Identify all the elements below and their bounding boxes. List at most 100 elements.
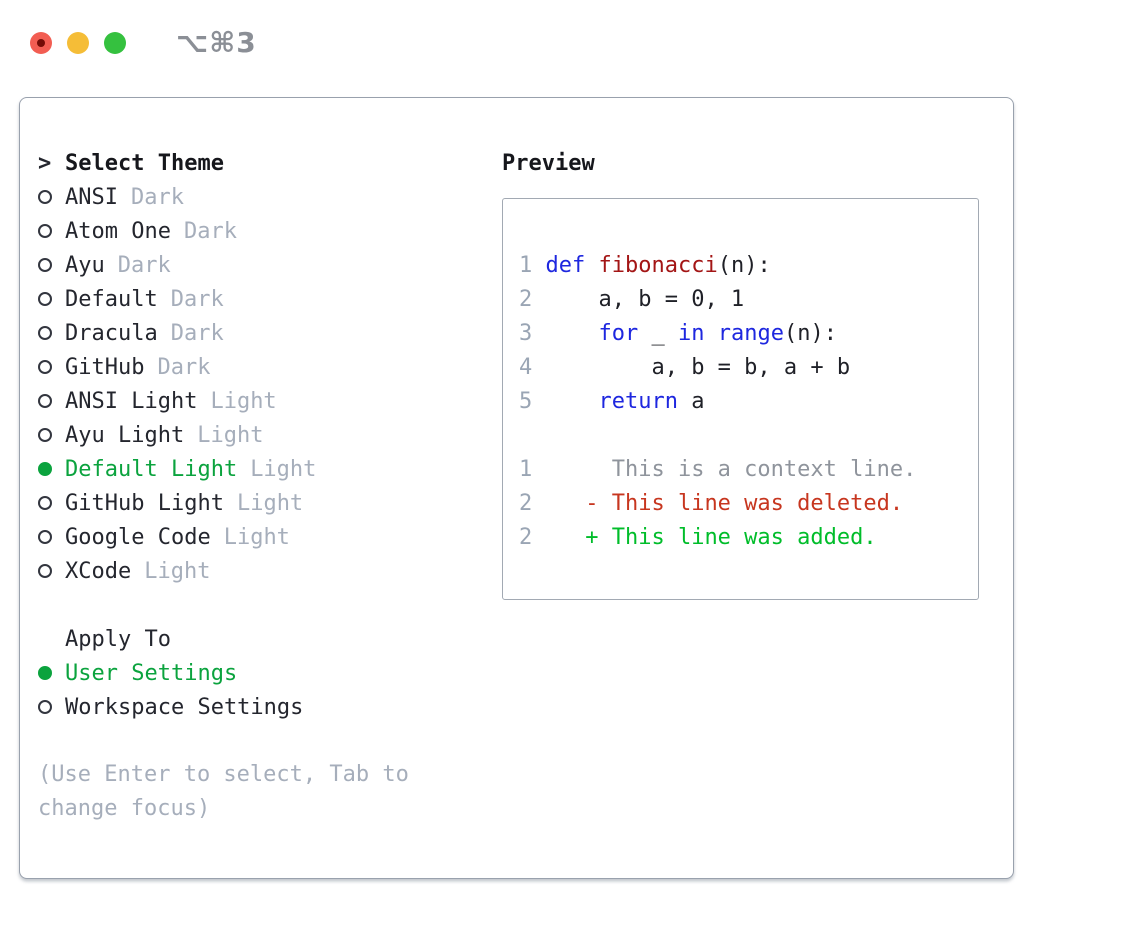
theme-variant-tag: Dark <box>117 252 171 278</box>
radio-icon[interactable] <box>38 564 52 578</box>
theme-option[interactable]: ANSI Dark <box>38 180 502 214</box>
radio-icon[interactable] <box>38 292 52 306</box>
code-token: return <box>598 389 678 414</box>
radio-icon[interactable] <box>38 530 52 544</box>
theme-option[interactable]: ANSI Light Light <box>38 384 502 418</box>
code-line: 2 + This line was added. <box>519 521 964 555</box>
theme-variant-tag: Dark <box>130 184 184 210</box>
radio-icon[interactable] <box>38 258 52 272</box>
line-number: 2 <box>519 287 546 312</box>
radio-icon[interactable] <box>38 224 52 238</box>
theme-option[interactable]: Default Light Light <box>38 452 502 486</box>
code-token: (n): <box>717 253 771 278</box>
theme-variant-tag: Dark <box>170 286 224 312</box>
code-line: 1 def fibonacci(n): <box>519 249 964 283</box>
radio-icon[interactable] <box>38 428 52 442</box>
theme-variant-tag: Light <box>250 456 317 482</box>
theme-variant-tag: Dark <box>157 354 211 380</box>
line-number: 4 <box>519 355 546 380</box>
theme-variant-tag: Light <box>144 558 211 584</box>
close-button[interactable] <box>30 31 52 54</box>
apply-target-label: User Settings <box>65 660 238 686</box>
theme-variant-tag: Dark <box>183 218 237 244</box>
theme-label: GitHub Light <box>65 490 224 516</box>
code-token: - This line was deleted. <box>545 491 904 516</box>
code-line: 1 This is a context line. <box>519 453 964 487</box>
code-line: 3 for _ in range(n): <box>519 317 964 351</box>
theme-list-header-row: > Select Theme <box>38 146 502 180</box>
preview-header-row: Preview <box>502 146 989 180</box>
theme-label: Ayu <box>65 252 105 278</box>
code-token: in <box>677 321 705 346</box>
code-token: a, b = 0, 1 <box>545 287 745 312</box>
keyboard-hint: (Use Enter to select, Tab to change focu… <box>38 762 409 821</box>
theme-label: ANSI <box>65 184 118 210</box>
code-line <box>519 419 964 453</box>
apply-target-label: Workspace Settings <box>65 694 304 720</box>
code-token: + This line was added. <box>545 525 877 550</box>
code-line: 5 return a <box>519 385 964 419</box>
theme-label: Atom One <box>65 218 171 244</box>
radio-icon[interactable] <box>38 394 52 408</box>
theme-label: XCode <box>65 558 132 584</box>
radio-icon[interactable] <box>38 700 52 714</box>
theme-label: Default <box>65 286 158 312</box>
theme-variant-tag: Dark <box>170 320 224 346</box>
theme-label: ANSI Light <box>65 388 198 414</box>
line-number: 1 <box>519 457 546 482</box>
window-shortcut-label: ⌥⌘3 <box>176 26 257 59</box>
theme-label: Ayu Light <box>65 422 185 448</box>
preview-title: Preview <box>502 150 595 176</box>
preview-panel: Preview 1 def fibonacci(n):2 a, b = 0, 1… <box>502 146 989 878</box>
radio-icon[interactable] <box>38 326 52 340</box>
radio-icon[interactable] <box>38 190 52 204</box>
theme-variant-tag: Light <box>223 524 290 550</box>
modified-indicator-dot <box>37 38 45 47</box>
apply-target-option[interactable]: Workspace Settings <box>38 690 502 724</box>
apply-target-option[interactable]: User Settings <box>38 656 502 690</box>
code-line: 2 a, b = 0, 1 <box>519 283 964 317</box>
code-token: for <box>598 321 639 346</box>
theme-label: Google Code <box>65 524 211 550</box>
theme-option[interactable]: Google Code Light <box>38 520 502 554</box>
theme-label: GitHub <box>65 354 145 380</box>
code-token <box>704 321 717 346</box>
minimize-button[interactable] <box>67 31 89 54</box>
theme-variant-tag: Light <box>210 388 277 414</box>
line-number: 3 <box>519 321 546 346</box>
line-number: 1 <box>519 253 546 278</box>
theme-option[interactable]: XCode Light <box>38 554 502 588</box>
apply-to-title: Apply To <box>65 626 171 652</box>
theme-option[interactable]: Atom One Dark <box>38 214 502 248</box>
theme-list-title: Select Theme <box>65 150 224 176</box>
maximize-button[interactable] <box>104 31 126 54</box>
code-line: 4 a, b = b, a + b <box>519 351 964 385</box>
code-token: _ <box>638 321 678 346</box>
apply-to-header-row: Apply To <box>38 622 502 656</box>
code-token: (n): <box>783 321 837 346</box>
code-line: 2 - This line was deleted. <box>519 487 964 521</box>
theme-option[interactable]: Default Dark <box>38 282 502 316</box>
code-token <box>546 389 599 414</box>
code-token: This is a context line. <box>545 457 917 482</box>
code-token <box>546 321 599 346</box>
radio-icon[interactable] <box>38 360 52 374</box>
radio-selected-icon[interactable] <box>38 666 52 680</box>
theme-label: Default Light <box>65 456 238 482</box>
theme-option[interactable]: GitHub Dark <box>38 350 502 384</box>
line-number: 2 <box>519 525 546 550</box>
radio-icon[interactable] <box>38 496 52 510</box>
radio-selected-icon[interactable] <box>38 462 52 476</box>
code-token: a, b = b, a + b <box>545 355 851 380</box>
theme-option[interactable]: Ayu Dark <box>38 248 502 282</box>
